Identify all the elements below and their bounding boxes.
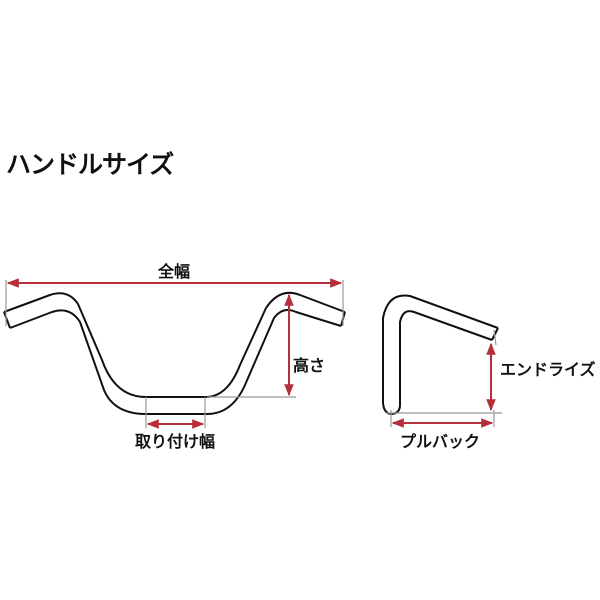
mounting-width-label: 取り付け幅 — [135, 432, 215, 451]
overall-width-label: 全幅 — [157, 262, 190, 281]
mounting-width-dimension: 取り付け幅 — [135, 397, 215, 451]
height-dimension: 高さ — [207, 293, 325, 398]
overall-width-dimension: 全幅 — [5, 262, 344, 326]
page-title: ハンドルサイズ — [6, 150, 174, 179]
end-rise-dimension: エンドライズ — [486, 329, 596, 412]
height-label: 高さ — [293, 356, 325, 375]
handlebar-side-view — [382, 294, 499, 415]
end-rise-label: エンドライズ — [500, 360, 596, 379]
pullback-dimension: プルバック — [386, 410, 502, 451]
pullback-label: プルバック — [400, 432, 480, 451]
handlebar-front-view — [3, 291, 346, 415]
